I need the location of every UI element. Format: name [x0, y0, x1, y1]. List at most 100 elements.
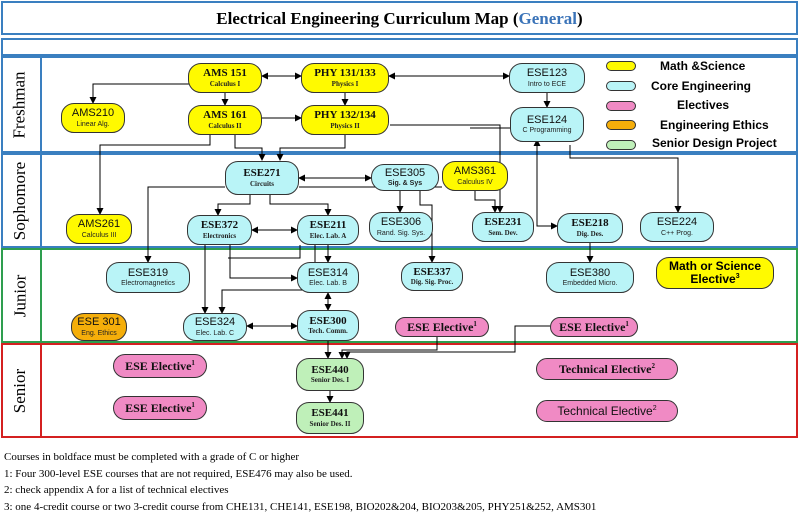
edge-ams161-ams261	[100, 135, 210, 214]
edge-eseelj1-ese440	[342, 336, 437, 358]
node-ese319-code: ESE319	[128, 268, 168, 280]
node-eseel-j2-sup: 1	[625, 320, 629, 328]
node-techel2-sup: 2	[653, 405, 657, 412]
node-technical-elective-1[interactable]: Technical Elective2	[536, 358, 678, 380]
node-phy131-sub: Physics I	[332, 81, 359, 88]
node-ese305-sub: Sig. & Sys	[388, 180, 422, 187]
node-ese301-code: ESE 301	[77, 317, 120, 329]
node-ams151-sub: Calculus I	[210, 81, 241, 88]
node-ams261-sub: Calculus III	[82, 232, 117, 239]
node-technical-elective-2[interactable]: Technical Elective2	[536, 400, 678, 422]
node-techel2-code: Technical Elective	[557, 404, 652, 418]
node-ams361-sub: Calculus IV	[457, 179, 492, 186]
node-phy132-code: PHY 132/134	[314, 110, 376, 122]
node-ese-elective-senior-2[interactable]: ESE Elective1	[113, 396, 207, 420]
edge-ams361-ese231	[475, 190, 495, 212]
legend-electives-swatch	[606, 101, 636, 111]
node-phy132-sub: Physics II	[330, 123, 359, 130]
node-eseel-s1-code: ESE Elective	[125, 359, 191, 373]
legend-ethics-swatch	[606, 120, 636, 130]
node-ese441-code: ESE441	[311, 408, 348, 420]
node-ese124-code: ESE124	[527, 115, 567, 127]
node-ese306-code: ESE306	[381, 217, 421, 229]
edge-ese211-branch	[228, 245, 300, 258]
node-eseel-j1-code: ESE Elective	[407, 320, 473, 334]
footnote-boldface: Courses in boldface must be completed wi…	[4, 449, 596, 466]
node-ese300-code: ESE300	[309, 316, 346, 328]
node-ams161-code: AMS 161	[203, 110, 247, 122]
footnote-3: 3: one 4-credit course or two 3-credit c…	[4, 499, 596, 515]
node-ese-elective-senior-1[interactable]: ESE Elective1	[113, 354, 207, 378]
node-ese211-code: ESE211	[310, 220, 347, 232]
node-ese301-sub: Eng. Ethics	[81, 330, 116, 337]
edge-ese124-ese224	[570, 145, 678, 212]
node-ese337-sub: Dig. Sig. Proc.	[411, 279, 453, 286]
node-ams210-sub: Linear Alg.	[76, 121, 109, 128]
node-ese380-sub: Embedded Micro.	[563, 280, 618, 287]
legend-math-label: Math &Science	[660, 59, 745, 73]
legend-senior-swatch	[606, 140, 636, 150]
node-eseel-j2-code: ESE Elective	[559, 320, 625, 334]
node-ese372-code: ESE372	[201, 220, 238, 232]
edge-ese124-ese218	[537, 140, 557, 226]
node-ese372-sub: Electronics	[203, 233, 236, 240]
node-ese337-code: ESE337	[413, 267, 450, 279]
legend-electives-label: Electives	[677, 98, 729, 112]
footnote-2: 2: check appendix A for a list of techni…	[4, 482, 596, 499]
node-techel1-code: Technical Elective	[559, 362, 652, 376]
node-ese314-code: ESE314	[308, 268, 348, 280]
edge-ams151-ams210	[93, 84, 190, 103]
node-ese324-sub: Elec. Lab. C	[196, 330, 234, 337]
footnote-1: 1: Four 300-level ESE courses that are n…	[4, 466, 596, 483]
edge-ese271-ese372	[218, 195, 250, 215]
legend-senior-label: Senior Design Project	[652, 136, 777, 150]
node-ams151-code: AMS 151	[203, 68, 247, 80]
node-mathsci-line2: Elective	[690, 272, 735, 286]
node-ese124-sub: C Programming	[522, 127, 571, 134]
node-ese-elective-junior-2[interactable]: ESE Elective1	[550, 317, 638, 337]
node-ese218-sub: Dig. Des.	[577, 231, 604, 238]
node-eseel-s2-sup: 1	[191, 401, 195, 409]
node-ese224-sub: C++ Prog.	[661, 230, 693, 237]
node-ese380-code: ESE380	[570, 268, 610, 280]
node-ese123-sub: Intro to ECE	[528, 81, 566, 88]
node-ese305-code: ESE305	[385, 168, 425, 180]
node-ese231-sub: Sem. Dev.	[488, 230, 517, 237]
node-ese-elective-junior-1[interactable]: ESE Elective1	[395, 317, 489, 337]
node-techel1-sup: 2	[652, 362, 656, 370]
node-ese123-code: ESE123	[527, 68, 567, 80]
node-ams361-code: AMS361	[454, 166, 496, 178]
node-ams161-sub: Calculus II	[208, 123, 241, 130]
legend-math-swatch	[606, 61, 636, 71]
node-ese218-code: ESE218	[571, 218, 608, 230]
node-ese271-code: ESE271	[243, 168, 280, 180]
node-ams210-code: AMS210	[72, 108, 114, 120]
